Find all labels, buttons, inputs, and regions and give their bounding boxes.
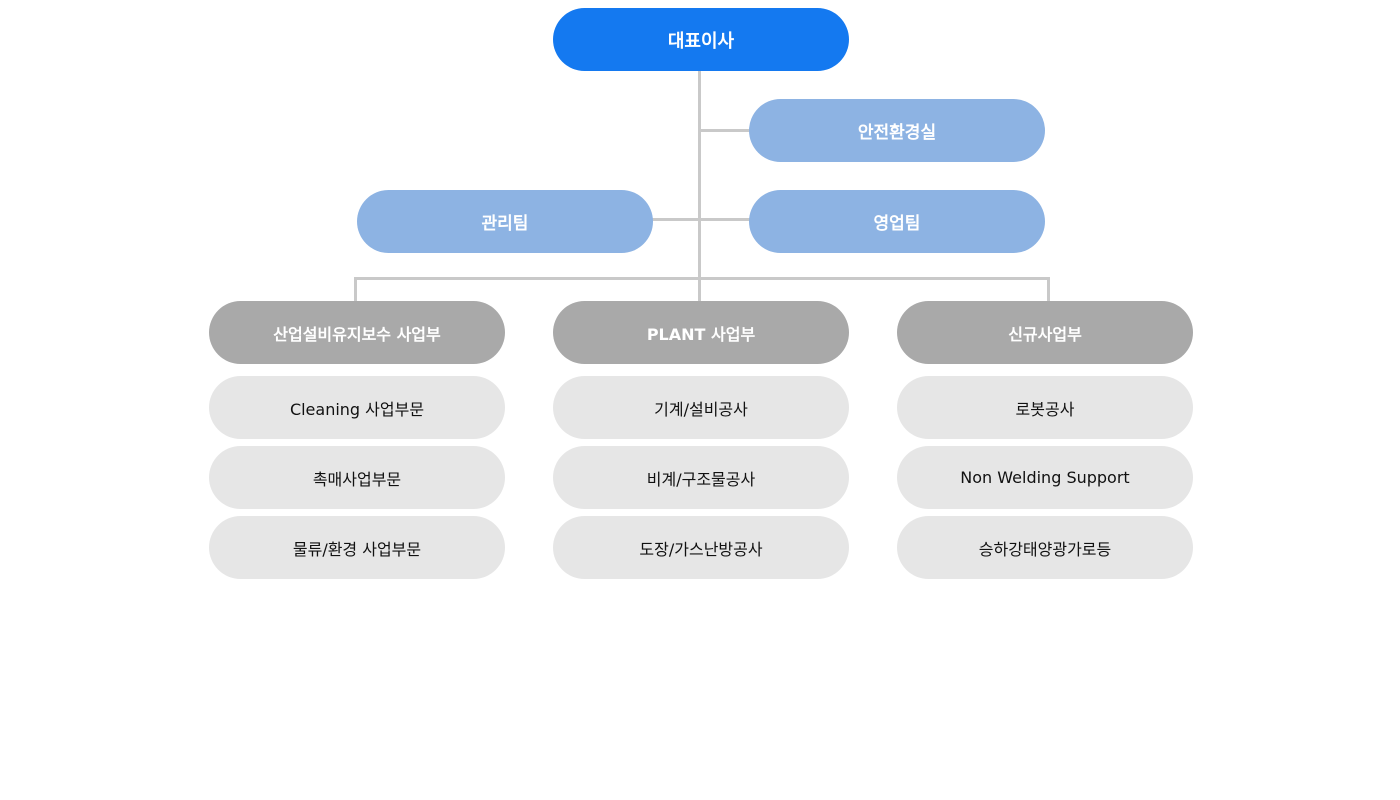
division-node-maintenance: 산업설비유지보수 사업부	[209, 301, 505, 364]
ceo-node: 대표이사	[553, 8, 849, 71]
management-team-label: 관리팀	[481, 214, 529, 234]
connector-division-left	[354, 277, 357, 302]
unit-label: 도장/가스난방공사	[639, 539, 763, 559]
ceo-label: 대표이사	[667, 30, 735, 52]
unit-node: 비계/구조물공사	[553, 446, 849, 509]
sales-team-node: 영업팀	[749, 190, 1045, 253]
sales-team-label: 영업팀	[873, 214, 921, 234]
unit-label: 촉매사업부문	[312, 469, 402, 489]
unit-label: 비계/구조물공사	[646, 469, 756, 489]
unit-label: 물류/환경 사업부문	[292, 539, 422, 559]
unit-node: 승하강태양광가로등	[897, 516, 1193, 579]
division-label: 신규사업부	[1008, 324, 1082, 344]
unit-label: Cleaning 사업부문	[289, 399, 425, 419]
division-node-new-business: 신규사업부	[897, 301, 1193, 364]
safety-office-label: 안전환경실	[857, 123, 937, 143]
unit-label: 로봇공사	[1015, 399, 1075, 419]
unit-node: 물류/환경 사업부문	[209, 516, 505, 579]
unit-node: 촉매사업부문	[209, 446, 505, 509]
management-team-node: 관리팀	[357, 190, 653, 253]
unit-node: 기계/설비공사	[553, 376, 849, 439]
connector-trunk	[698, 70, 701, 302]
connector-division-right	[1047, 277, 1050, 302]
unit-label: 승하강태양광가로등	[978, 539, 1112, 559]
unit-label: Non Welding Support	[960, 468, 1130, 487]
unit-label: 기계/설비공사	[654, 399, 748, 419]
unit-node: Non Welding Support	[897, 446, 1193, 509]
connector-sales	[700, 218, 750, 221]
connector-division-bus	[354, 277, 1050, 280]
division-node-plant: PLANT 사업부	[553, 301, 849, 364]
division-label: PLANT 사업부	[646, 324, 756, 344]
safety-office-node: 안전환경실	[749, 99, 1045, 162]
unit-node: Cleaning 사업부문	[209, 376, 505, 439]
connector-management	[652, 218, 700, 221]
connector-safety	[700, 129, 750, 132]
unit-node: 로봇공사	[897, 376, 1193, 439]
unit-node: 도장/가스난방공사	[553, 516, 849, 579]
division-label: 산업설비유지보수 사업부	[273, 324, 441, 344]
